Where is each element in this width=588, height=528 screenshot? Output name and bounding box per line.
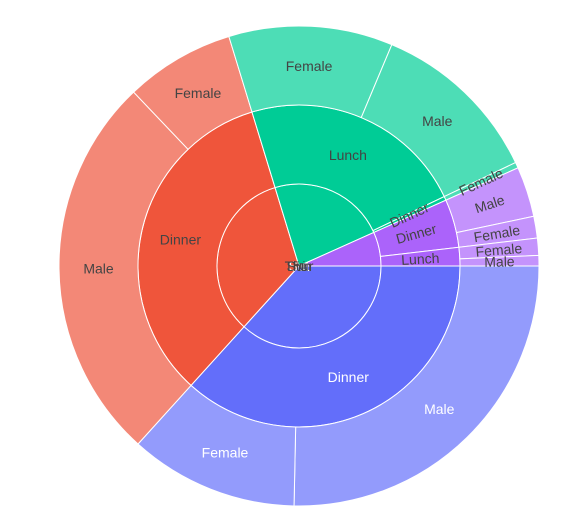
- sunburst-fri-lunch-male-segment[interactable]: [459, 254, 540, 267]
- sunburst-sat-dinner-male-segment[interactable]: [293, 265, 540, 507]
- sunburst-segments: [58, 25, 540, 507]
- sunburst-sun-dinner-male-segment[interactable]: [58, 91, 192, 445]
